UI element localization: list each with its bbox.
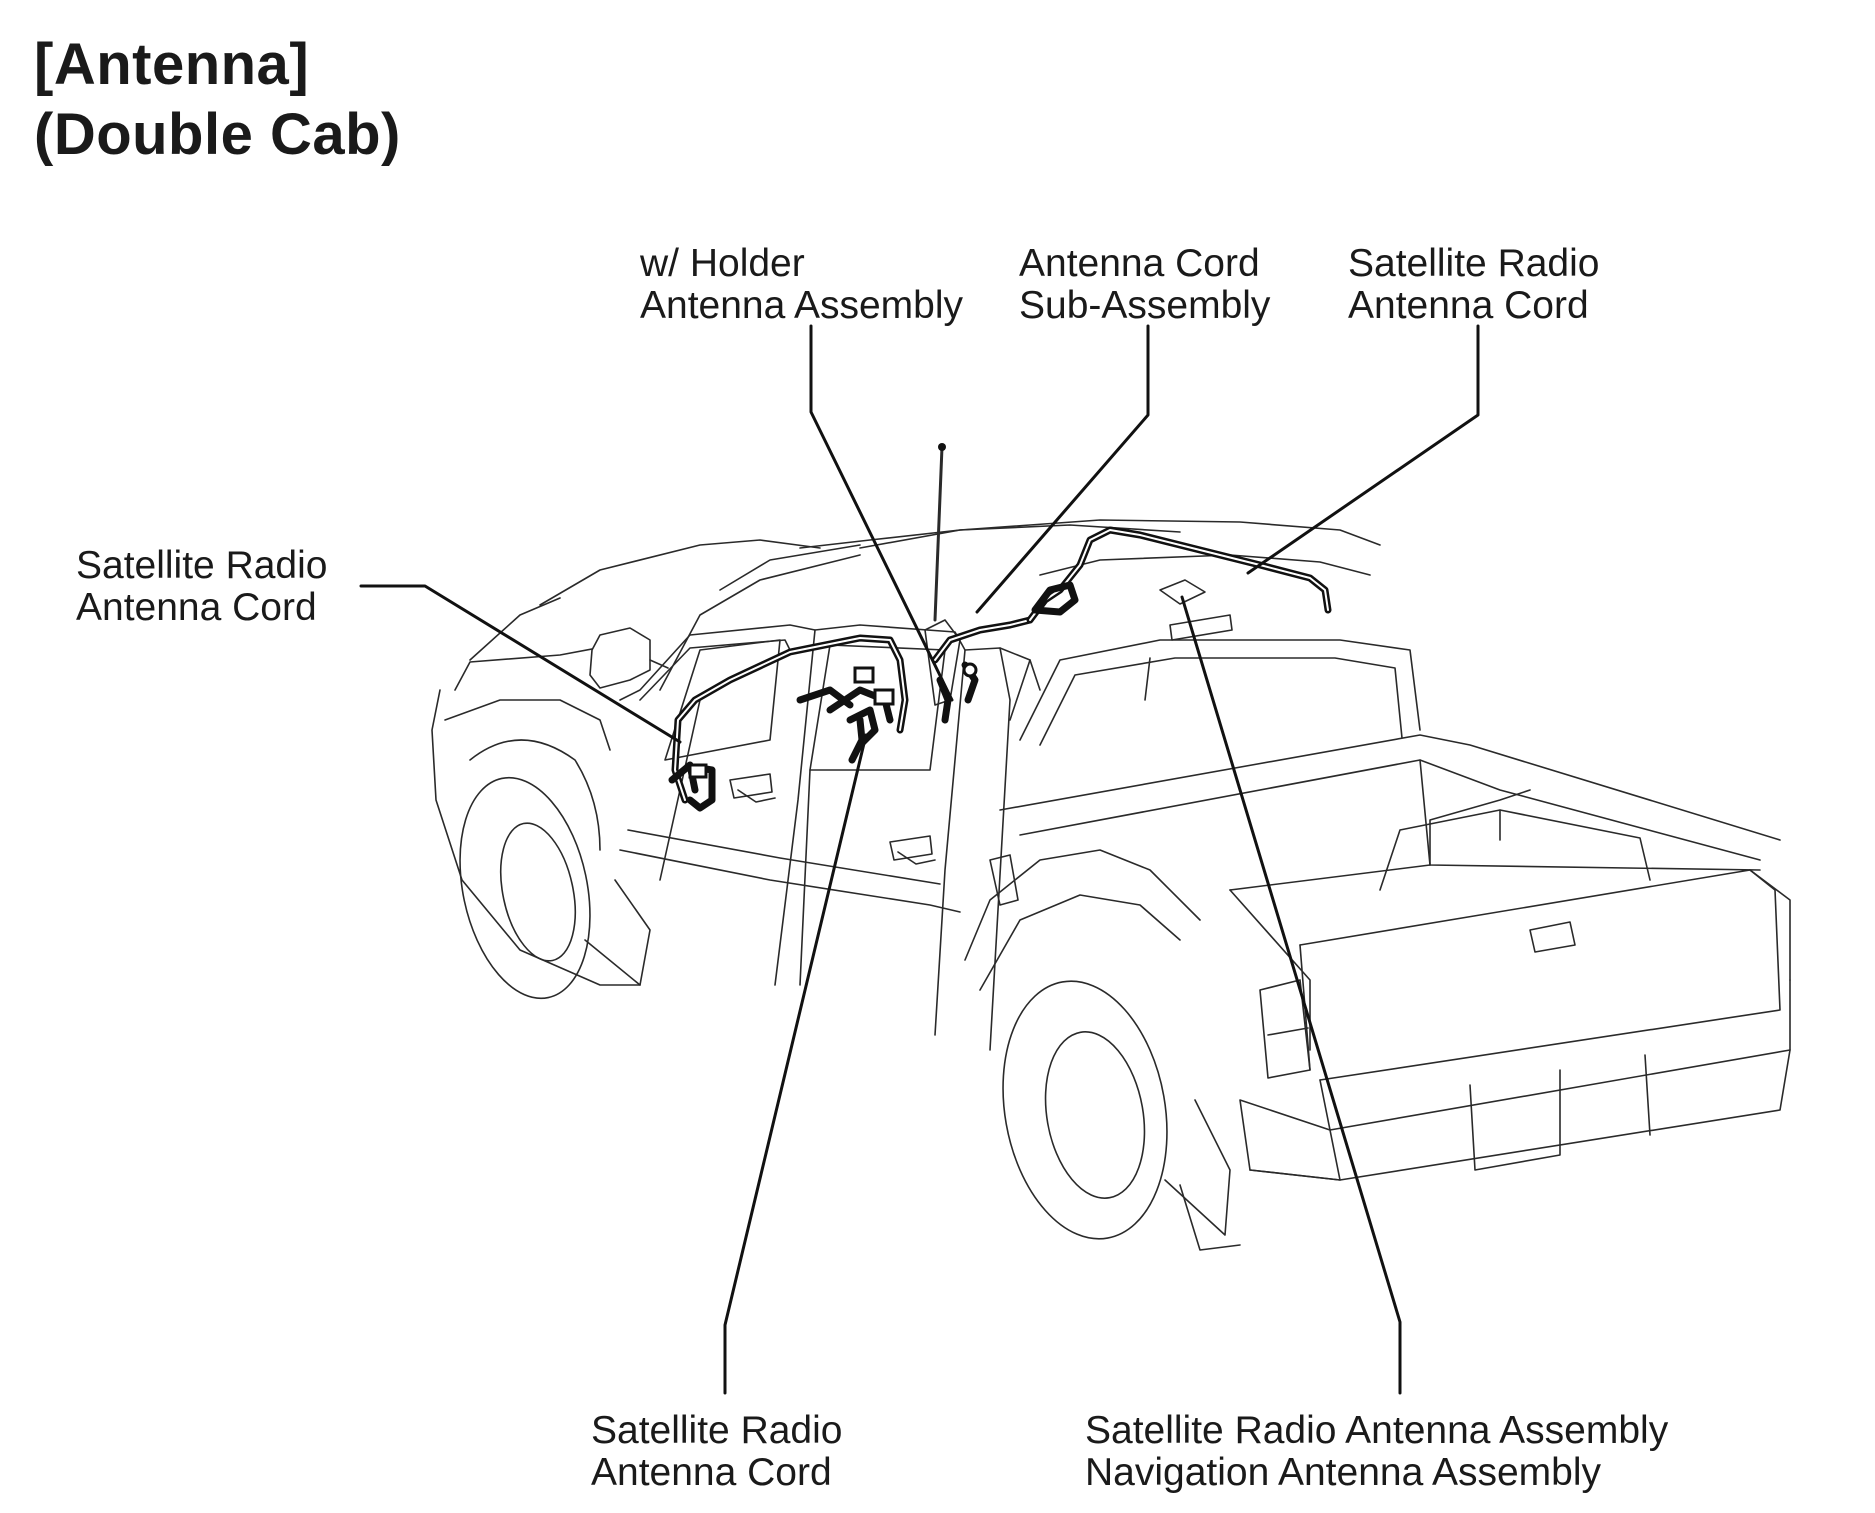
label-sat-cord-left-line-2: Antenna Cord	[76, 586, 317, 629]
antenna-tip	[938, 443, 946, 451]
label-sat-nav-line-2: Navigation Antenna Assembly	[1085, 1451, 1601, 1494]
label-holder-antenna-line-2: Antenna Assembly	[640, 284, 964, 327]
label-antenna-cord-sub-line-1: Antenna Cord	[1019, 242, 1260, 285]
diagram-title-line-1: [Antenna]	[34, 32, 310, 97]
antenna-cords	[668, 526, 1332, 812]
label-sat-cord-top-line-1: Satellite Radio	[1348, 242, 1600, 285]
label-sat-nav-line-1: Satellite Radio Antenna Assembly	[1085, 1409, 1669, 1452]
connector	[688, 763, 708, 779]
label-sat-radio-cord-left: Satellite Radio Antenna Cord	[76, 545, 327, 629]
antenna-mast	[924, 443, 961, 706]
connector	[873, 688, 895, 706]
leader-sat-cord-left	[359, 584, 682, 744]
diagram-title-line-2: (Double Cab)	[34, 102, 401, 167]
leader-lines	[359, 324, 1480, 1395]
label-antenna-cord-sub-assembly: Antenna Cord Sub-Assembly	[1019, 243, 1270, 327]
label-holder-antenna-line-1: w/ Holder	[640, 242, 805, 285]
label-sat-radio-cord-top: Satellite Radio Antenna Cord	[1348, 243, 1599, 327]
leader-sat-nav-assembly	[1180, 595, 1402, 1395]
truck-body	[431, 519, 1791, 1251]
leader-holder-antenna	[809, 324, 954, 702]
leader-sat-cord-top	[1246, 324, 1480, 575]
label-holder-antenna-assembly: w/ Holder Antenna Assembly	[640, 243, 963, 327]
label-sat-cord-bottom-line-1: Satellite Radio	[591, 1409, 843, 1452]
label-sat-cord-top-line-2: Antenna Cord	[1348, 284, 1589, 327]
connector	[853, 666, 875, 684]
leader-sat-cord-bottom	[723, 733, 868, 1395]
leader-antenna-cord-sub	[975, 324, 1150, 614]
grommet	[962, 662, 978, 678]
label-antenna-cord-sub-line-2: Sub-Assembly	[1019, 284, 1271, 327]
label-sat-cord-left-line-1: Satellite Radio	[76, 544, 328, 587]
label-sat-radio-cord-bottom: Satellite Radio Antenna Cord	[591, 1410, 842, 1494]
label-sat-nav-antenna-assembly: Satellite Radio Antenna Assembly Navigat…	[1085, 1410, 1668, 1494]
label-sat-cord-bottom-line-2: Antenna Cord	[591, 1451, 832, 1494]
